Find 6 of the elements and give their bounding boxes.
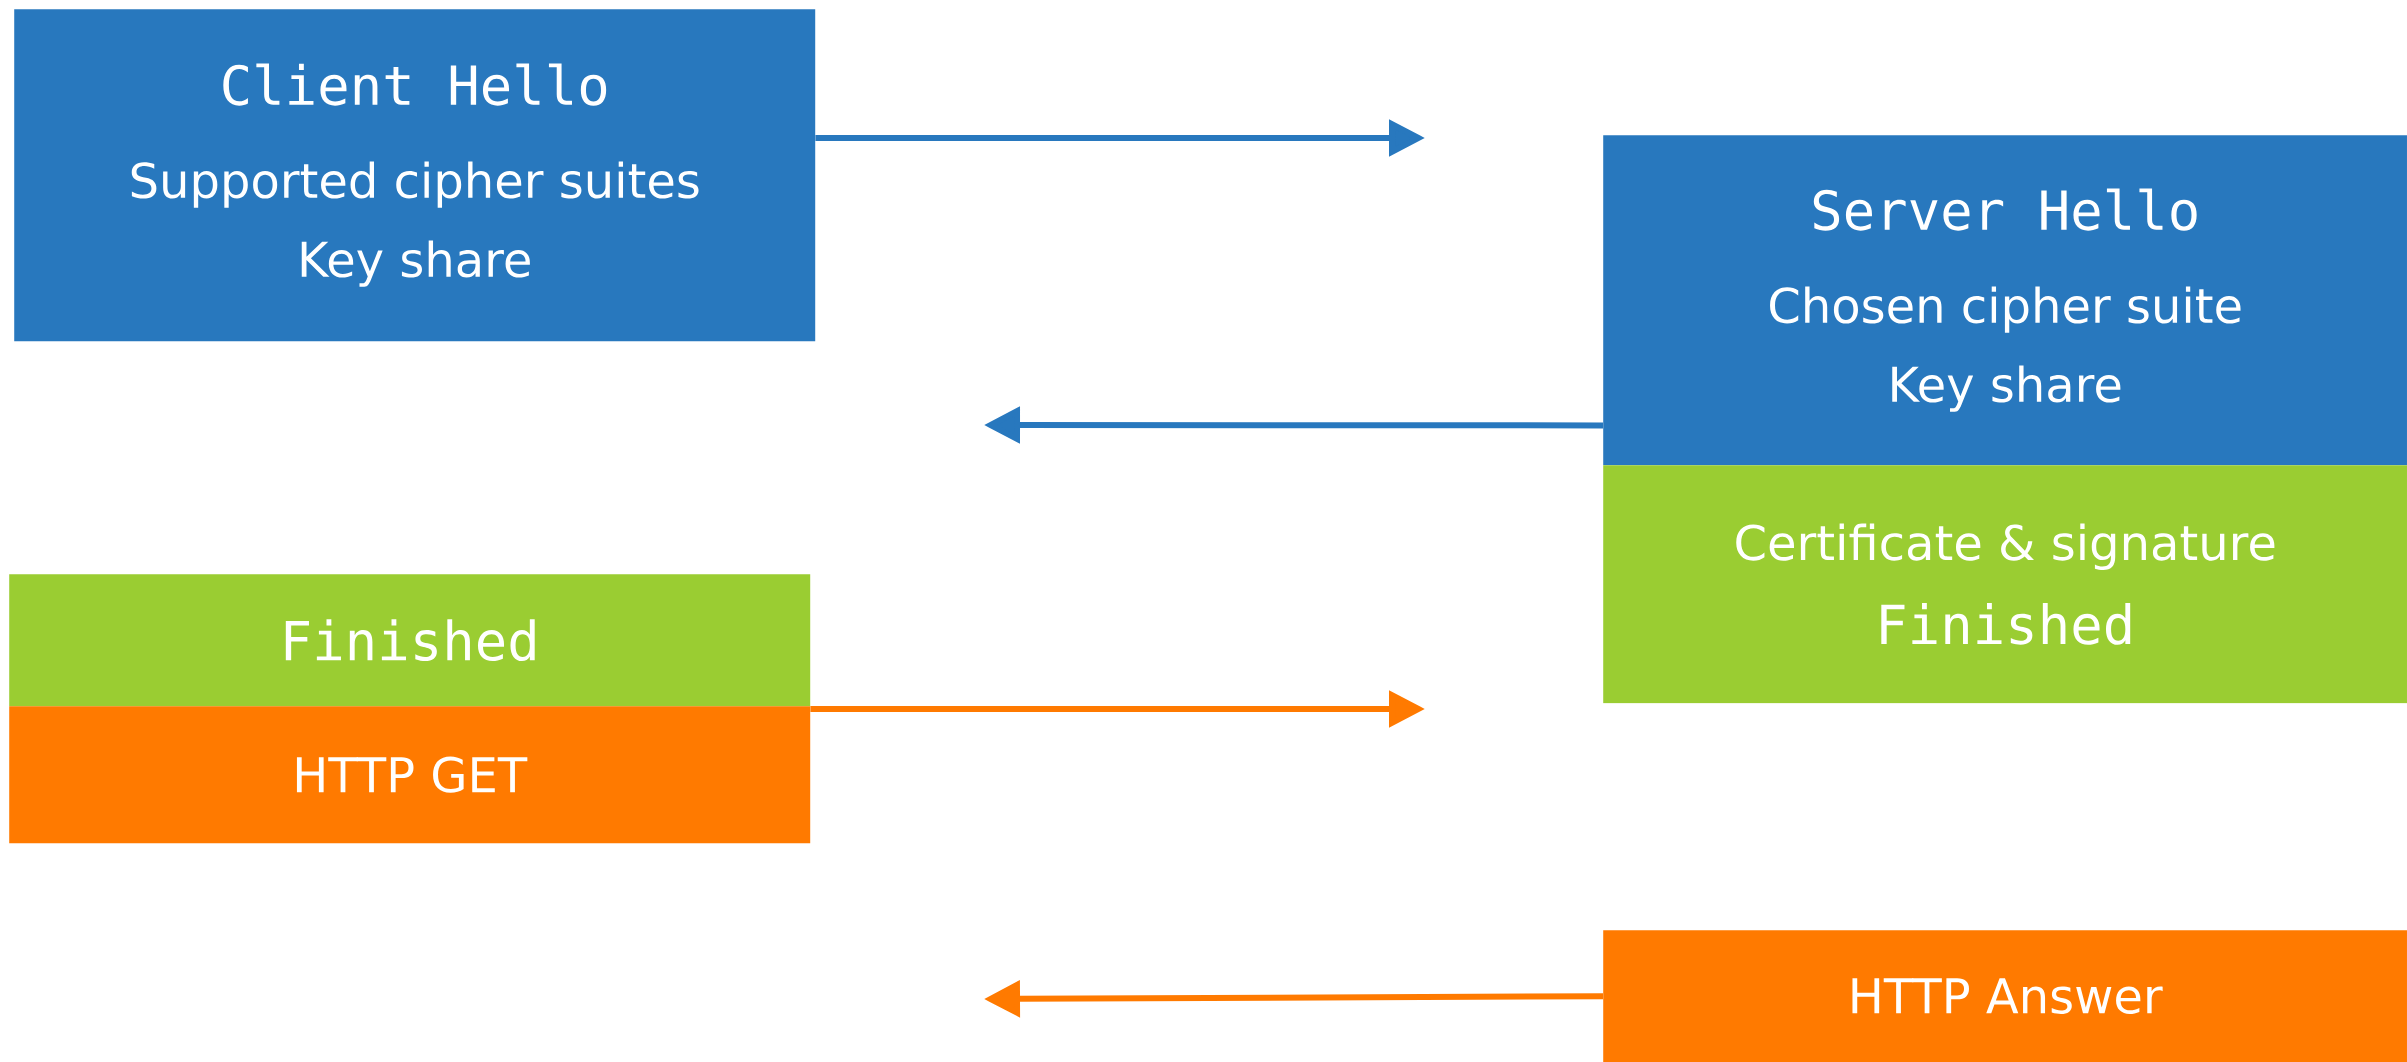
- message-box: Client Hello Supported cipher suites Key share: [14, 9, 816, 342]
- message-box: Server Hello Chosen cipher suite Key share: [1603, 135, 2407, 466]
- message-box: Finished: [9, 574, 811, 707]
- message-box: Certificate & signature Finished: [1603, 465, 2407, 704]
- message-box: HTTP Answer: [1603, 930, 2407, 1062]
- message-box: HTTP GET: [9, 706, 811, 844]
